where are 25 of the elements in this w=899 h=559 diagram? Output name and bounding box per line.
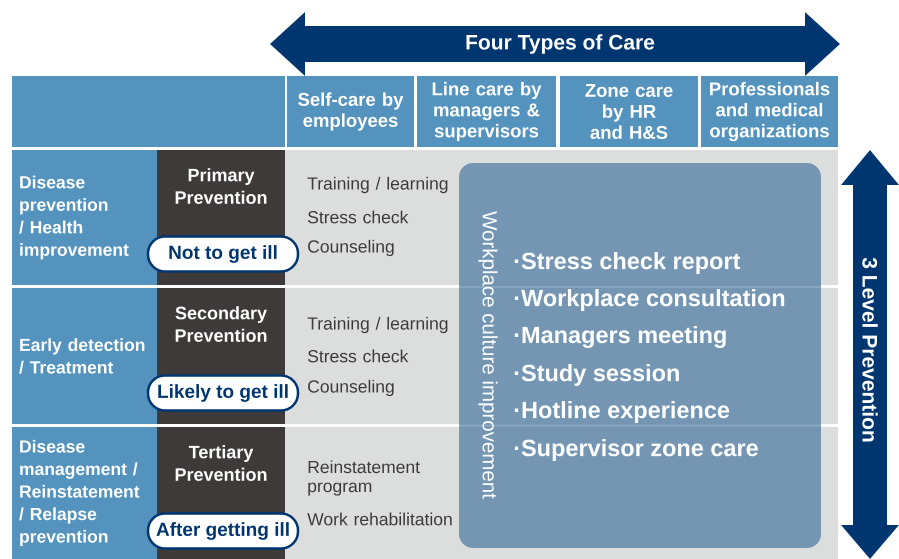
row-header: Early detection / Treatment (12, 288, 157, 424)
status-pill: After getting ill (146, 512, 300, 550)
bullet-item: ·Supervisor zone care (514, 439, 758, 461)
column-header: Line care by managers & supervisors (417, 76, 556, 147)
activity-text: Stress check (308, 210, 408, 224)
bullet-item: ·Stress check report (514, 252, 740, 274)
vertical-title: Workplace culture improvement (478, 211, 498, 499)
bullet-item: ·Study session (514, 364, 679, 386)
bullet-item: ·Managers meeting (514, 326, 726, 348)
bullet-item: ·Workplace consultation (514, 289, 784, 311)
activity-text: Training / learning (308, 176, 448, 194)
bullet-item: ·Hotline experience (514, 401, 730, 423)
row-header: Disease management / Reinstatement / Relapse prevention (12, 427, 157, 559)
activity-text: Work rehabilitation (307, 512, 452, 526)
activity-text: Reinstatement program (308, 460, 420, 496)
status-pill: Not to get ill (146, 235, 300, 273)
activity-text: Stress check (308, 350, 408, 362)
activity-text: Counseling (308, 240, 394, 256)
row-header: Disease prevention / Health improvement (12, 150, 157, 285)
column-header: Self-care by employees (287, 76, 414, 147)
activity-text: Training / learning (308, 316, 448, 334)
column-header: Zone care by HR and H&S (560, 76, 698, 147)
activity-text: Counseling (308, 380, 394, 396)
column-header: Professionals and medical organizations (701, 76, 838, 147)
status-pill: Likely to get ill (146, 374, 300, 412)
